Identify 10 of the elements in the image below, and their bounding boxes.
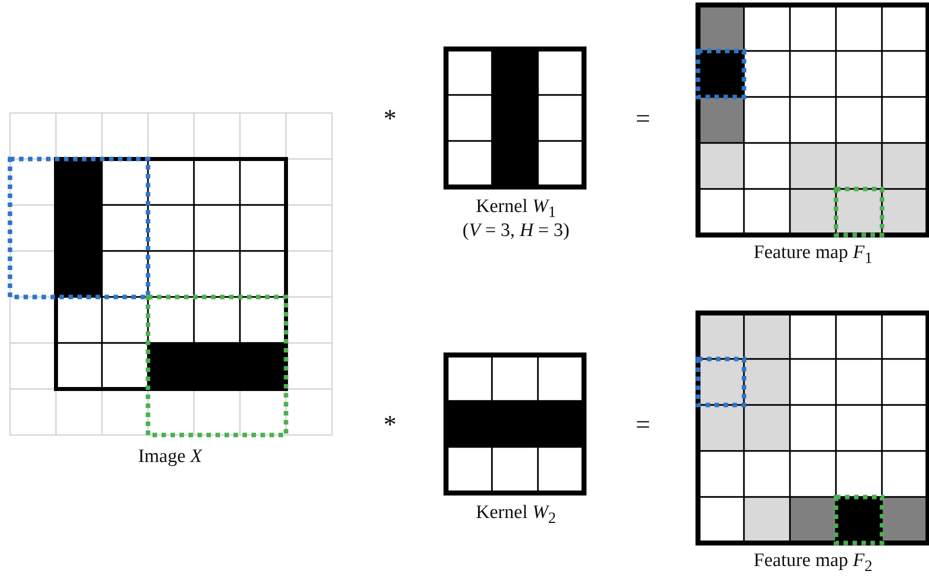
kernel-caption: Kernel W$_{1}$ bbox=[476, 196, 556, 223]
equals-sign: = bbox=[636, 108, 650, 130]
convolution-operator: * bbox=[384, 108, 396, 130]
kernel-caption: Kernel W$_{2}$ bbox=[476, 502, 556, 529]
image-caption: Image X bbox=[138, 446, 202, 468]
convolution-operator: * bbox=[384, 414, 396, 436]
kernel-size-note: (V = 3, H = 3) bbox=[462, 220, 570, 242]
equals-sign: = bbox=[636, 414, 650, 436]
feature-map-caption: Feature map F$_{2}$ bbox=[754, 550, 872, 577]
feature-map-caption: Feature map F$_{1}$ bbox=[754, 242, 872, 269]
